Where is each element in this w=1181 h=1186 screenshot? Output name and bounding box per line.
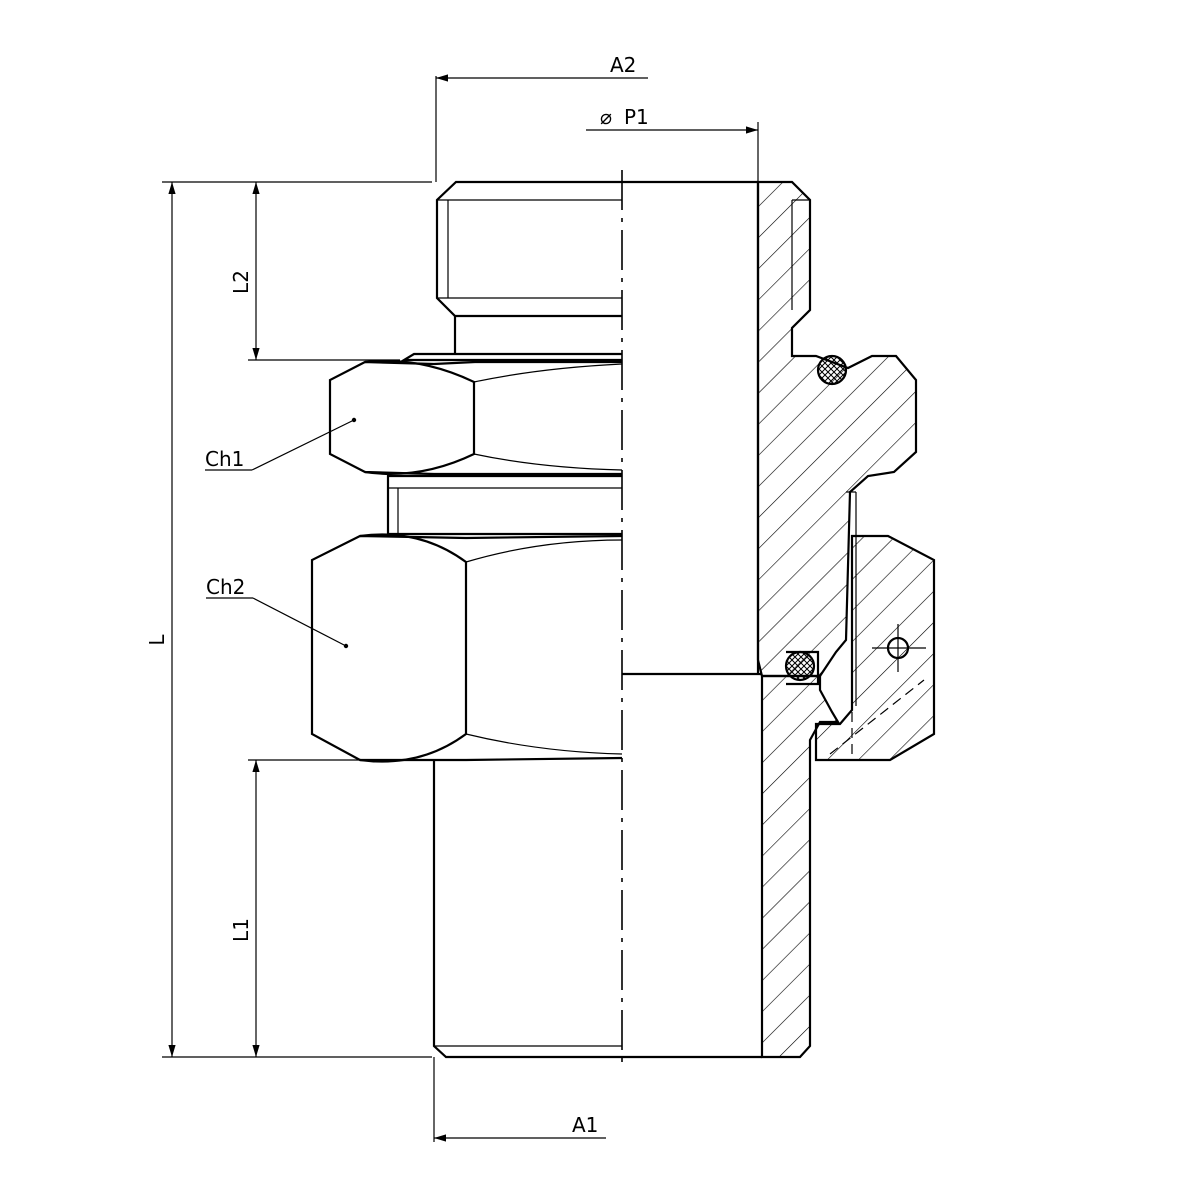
dimension-labels: A2 ⌀ P1 L2 L L1 A1 Ch1 Ch2 [145,53,649,1137]
label-ch1: Ch1 [205,447,244,471]
label-a2: A2 [610,53,636,77]
section-view [622,180,936,1059]
label-a1: A1 [572,1113,598,1137]
label-p1: P1 [624,105,649,129]
label-l: L [145,634,169,646]
leader-lines [205,417,357,649]
label-l2: L2 [229,270,253,294]
label-diameter-symbol: ⌀ [600,105,612,129]
o-ring-lower [784,650,816,682]
label-l1: L1 [229,918,253,942]
o-ring-upper [816,354,848,386]
label-ch2: Ch2 [206,575,245,599]
exterior-view [310,180,623,1059]
dimension-lines [162,74,759,1142]
